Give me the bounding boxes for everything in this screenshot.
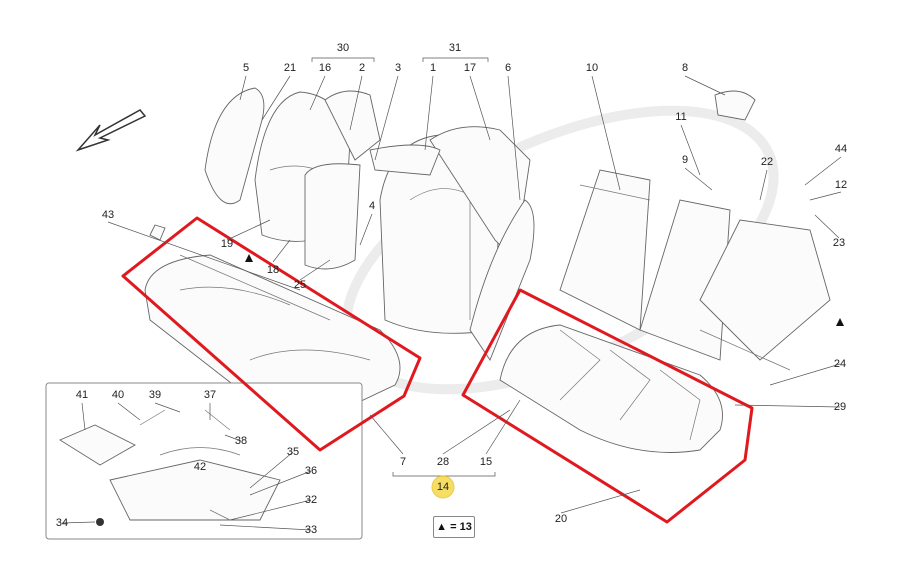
part-label[interactable]: 24 <box>834 358 846 370</box>
part-label[interactable]: 29 <box>834 401 846 413</box>
direction-arrow-icon <box>75 109 147 152</box>
highlight-right-cushion <box>461 288 754 524</box>
leader-lines <box>61 75 842 531</box>
inset-parts <box>59 409 281 526</box>
part-label[interactable]: 1 <box>430 62 436 74</box>
part-label[interactable]: 19 <box>221 238 233 250</box>
part-label[interactable]: 22 <box>761 156 773 168</box>
part-label[interactable]: 41 <box>76 389 88 401</box>
part-label[interactable]: 38 <box>235 435 247 447</box>
part-label[interactable]: 32 <box>305 494 317 506</box>
part-label[interactable]: 8 <box>682 62 688 74</box>
rear-seat-backrest-left <box>204 87 381 270</box>
part-labels: 5 21 30 16 2 3 31 1 17 6 10 8 11 9 22 44… <box>56 42 847 536</box>
triangle-marker-icon <box>836 318 844 326</box>
part-label[interactable]: 30 <box>337 42 349 54</box>
seat-frame-assembly <box>559 90 831 371</box>
part-label[interactable]: 23 <box>833 237 845 249</box>
part-label[interactable]: 40 <box>112 389 124 401</box>
part-label[interactable]: 4 <box>369 200 375 212</box>
seat-cushion-right <box>499 324 723 453</box>
part-label[interactable]: 18 <box>267 264 279 276</box>
part-label[interactable]: 16 <box>319 62 331 74</box>
part-label[interactable]: 7 <box>400 456 406 468</box>
triangle-legend: ▲ = 13 <box>433 516 475 538</box>
part-label[interactable]: 28 <box>437 456 449 468</box>
part-label[interactable]: 14 <box>437 481 449 493</box>
part-label[interactable]: 36 <box>305 465 317 477</box>
part-label[interactable]: 11 <box>675 111 686 123</box>
part-label[interactable]: 3 <box>395 62 401 74</box>
part-label[interactable]: 17 <box>464 62 476 74</box>
part-label[interactable]: 5 <box>243 62 249 74</box>
part-label[interactable]: 31 <box>449 42 461 54</box>
part-label[interactable]: 44 <box>835 143 847 155</box>
part-label[interactable]: 15 <box>480 456 492 468</box>
part-label[interactable]: 33 <box>305 524 317 536</box>
part-label[interactable]: 10 <box>586 62 598 74</box>
part-label[interactable]: 12 <box>835 179 847 191</box>
part-label[interactable]: 34 <box>56 517 68 529</box>
bracket-14 <box>392 472 496 477</box>
bracket-31 <box>422 57 489 62</box>
part-label[interactable]: 35 <box>287 446 299 458</box>
part-label[interactable]: 6 <box>505 62 511 74</box>
highlight-left-cushion <box>121 216 422 452</box>
part-label[interactable]: 21 <box>284 62 296 74</box>
part-label[interactable]: 9 <box>682 154 688 166</box>
part-label[interactable]: 2 <box>359 62 365 74</box>
selected-part-marker[interactable] <box>431 475 455 499</box>
triangle-marker-icon <box>245 254 253 262</box>
part-label[interactable]: 42 <box>194 461 206 473</box>
rear-seat-backrest-right <box>369 126 535 361</box>
bracket-30 <box>311 57 375 62</box>
part-label[interactable]: 39 <box>149 389 161 401</box>
part-label[interactable]: 43 <box>102 209 114 221</box>
part-label[interactable]: 25 <box>294 279 306 291</box>
part-label[interactable]: 20 <box>555 513 567 525</box>
part-label[interactable]: 37 <box>204 389 216 401</box>
